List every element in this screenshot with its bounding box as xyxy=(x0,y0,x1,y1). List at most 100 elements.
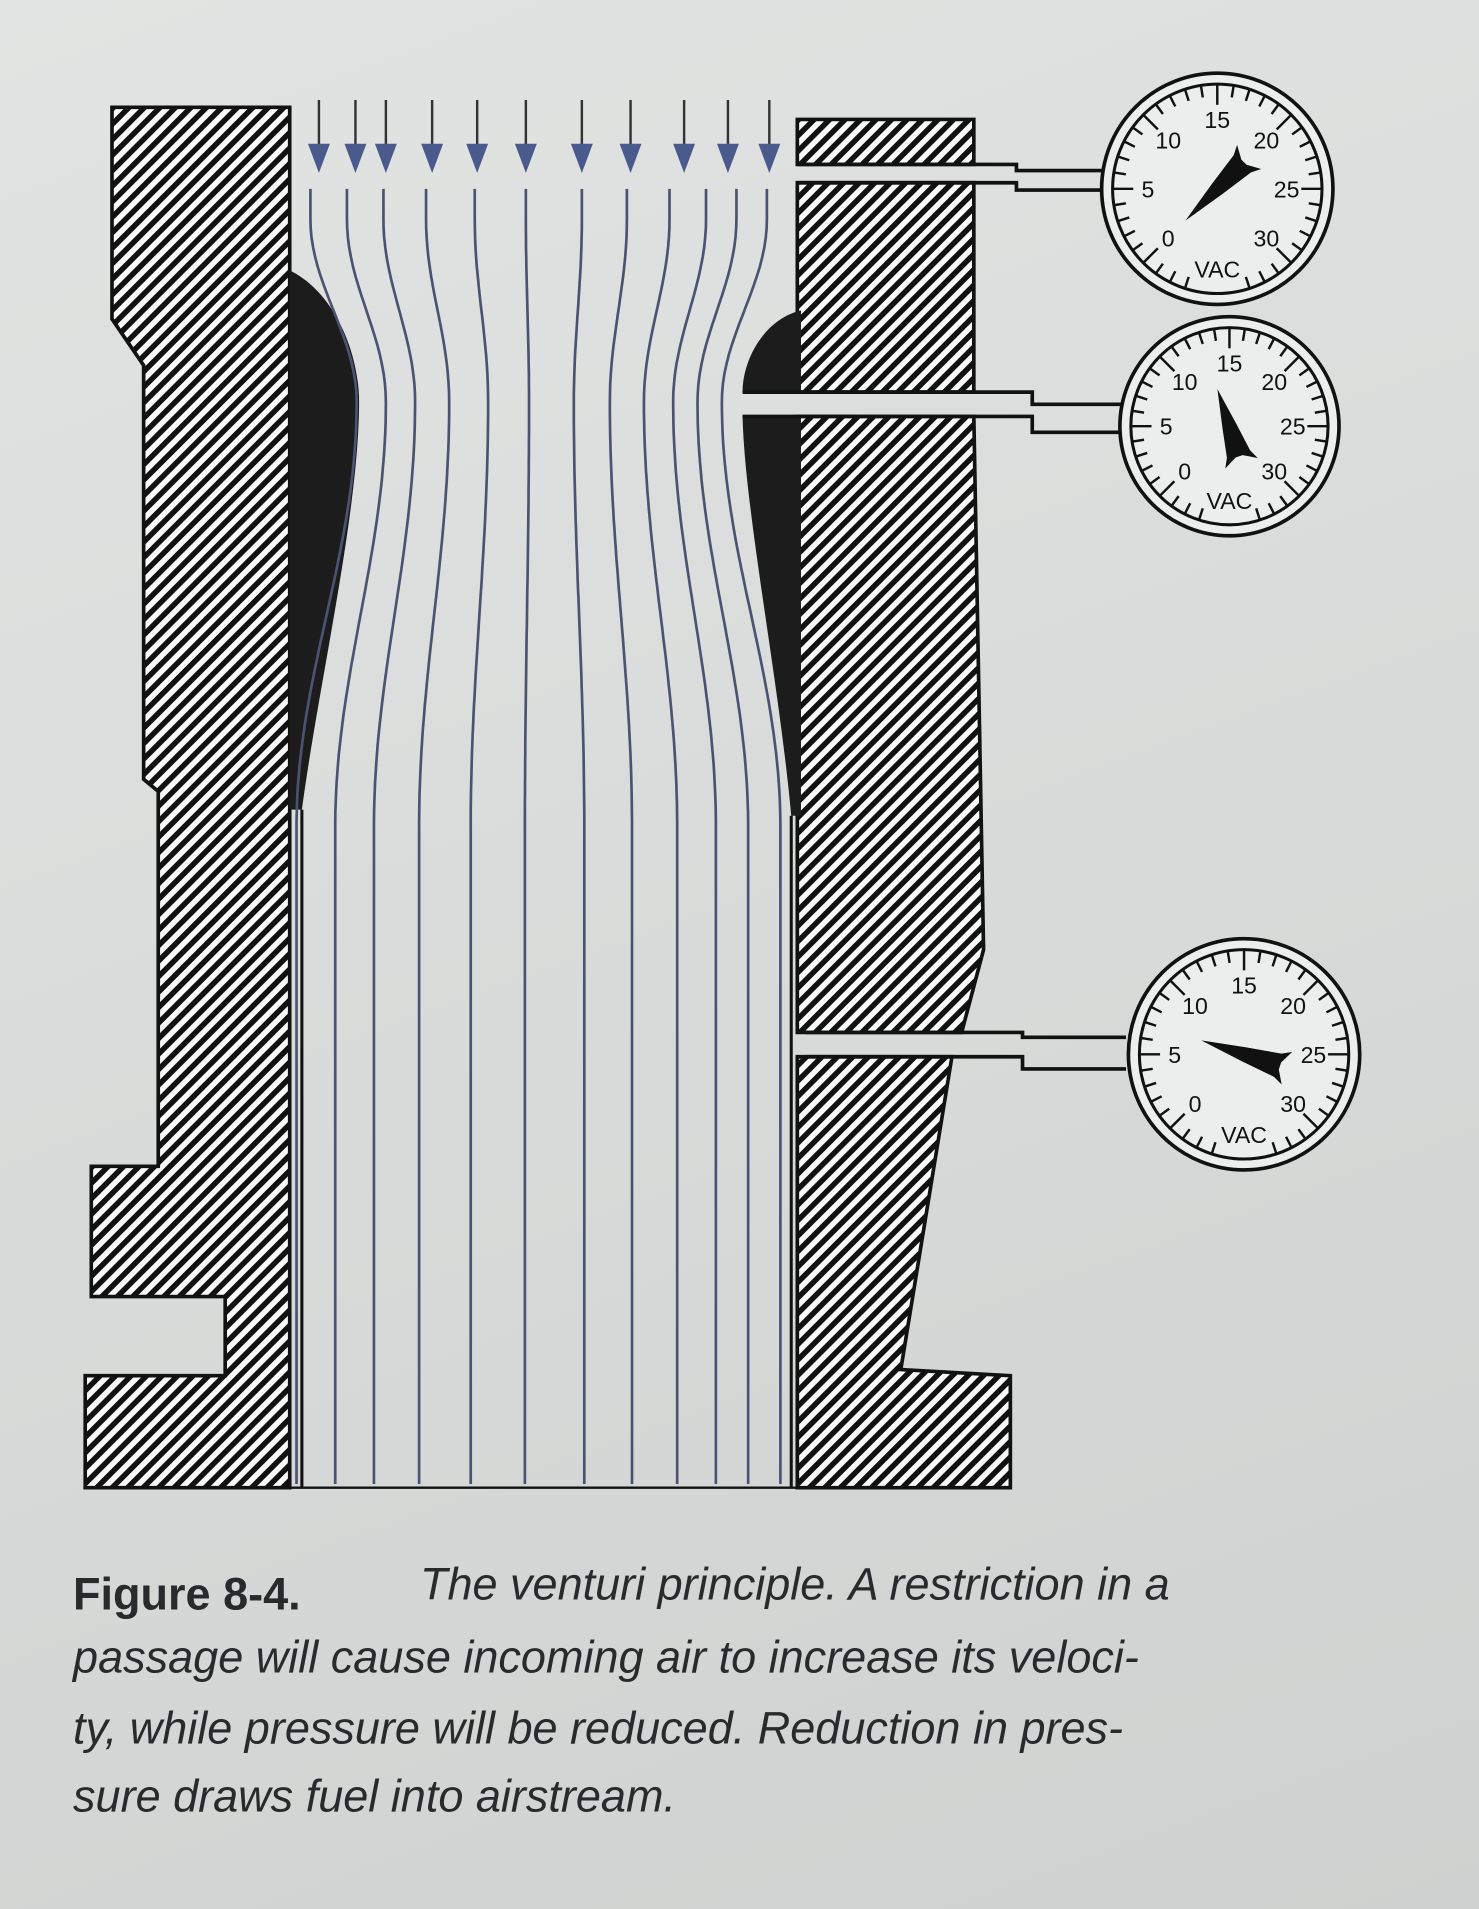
gauge-unit-label: VAC xyxy=(1194,257,1240,283)
gauge-tick xyxy=(1241,329,1246,342)
gauge-tick xyxy=(1279,495,1288,506)
gauge-tick xyxy=(1145,1021,1157,1027)
gauge-tick xyxy=(1151,1095,1163,1103)
gauge-tick xyxy=(1169,270,1177,282)
gauge-tick xyxy=(1283,356,1300,372)
gauge-tick xyxy=(1169,96,1177,107)
streamline xyxy=(295,188,359,1485)
gauge-tick xyxy=(1133,409,1145,414)
gauge-tick xyxy=(1136,394,1148,401)
gauge-tick xyxy=(1275,114,1292,131)
gauge-tick xyxy=(1297,969,1306,981)
arrow-head xyxy=(673,143,696,174)
gauge-tick xyxy=(1299,140,1311,148)
gauge-tick xyxy=(1302,1112,1319,1129)
gauge-tick xyxy=(1291,127,1302,136)
gauge-tick xyxy=(1284,1136,1293,1148)
gauge-tick xyxy=(1311,451,1323,458)
streamline xyxy=(671,188,718,1485)
pressure-port-inlet xyxy=(797,162,1106,192)
gauge-tick xyxy=(1318,1107,1329,1117)
gauge-scale-label: 15 xyxy=(1204,107,1230,133)
gauge-tick xyxy=(1267,502,1275,514)
gauge-scale-label: 10 xyxy=(1155,127,1181,153)
arrow-head xyxy=(570,143,593,174)
airflow-arrow xyxy=(307,99,330,174)
gauge-tick xyxy=(1142,464,1154,472)
gauge-tick xyxy=(1155,104,1164,115)
gauge-dial xyxy=(1129,326,1330,527)
gauge-tick xyxy=(1151,1006,1163,1014)
airflow-arrow xyxy=(374,99,397,174)
gauge-tick xyxy=(1308,202,1320,207)
gauge-scale-label: 20 xyxy=(1280,993,1306,1019)
arrow-head xyxy=(374,143,397,174)
gauge-needle xyxy=(1217,389,1258,469)
gauge-tick xyxy=(1184,338,1192,350)
gauge-tick xyxy=(1118,216,1130,222)
gauge-tick xyxy=(1198,508,1204,520)
gauge-tick xyxy=(1171,346,1180,357)
gauge-tick xyxy=(1304,155,1317,162)
gauge-tick xyxy=(1170,1112,1186,1129)
gauge-tick xyxy=(1170,980,1186,996)
gauge-tick xyxy=(1298,367,1309,377)
gauge-tick xyxy=(1184,276,1190,288)
arrow-head xyxy=(466,143,489,174)
gauge-tick xyxy=(1284,961,1293,973)
venturi-right-restriction xyxy=(742,310,801,393)
streamline xyxy=(642,188,679,1485)
gauge-tick xyxy=(1302,980,1319,996)
gauge-tick xyxy=(1305,380,1317,389)
gauge-scale-label: 30 xyxy=(1261,458,1287,484)
gauge-tick xyxy=(1244,276,1251,288)
gauge-scale-label: 25 xyxy=(1274,176,1300,202)
gauge-tick xyxy=(1314,438,1326,443)
arrow-head xyxy=(307,143,330,174)
arrow-head xyxy=(344,143,367,174)
airflow-arrow xyxy=(619,99,642,174)
pressure-port-throat xyxy=(742,390,1123,435)
gauge-tick xyxy=(1143,247,1159,263)
gauge-tick xyxy=(1114,202,1127,207)
gauge-tick xyxy=(1255,508,1261,520)
gauge-tick xyxy=(1159,992,1170,1001)
gauge-tick xyxy=(1226,951,1231,964)
vacuum-gauges: 051015202530VAC051015202530VAC0510152025… xyxy=(1099,71,1362,1172)
venturi-right-wall-mid xyxy=(795,180,976,394)
gauge-tick xyxy=(1159,480,1176,496)
gauge-tick xyxy=(1159,356,1176,372)
gauge-tick xyxy=(1114,171,1127,176)
airflow-arrow xyxy=(758,99,781,174)
gauge-tick xyxy=(1210,1141,1217,1154)
airflow-streamlines xyxy=(295,188,782,1485)
airflow-arrow xyxy=(466,99,489,174)
gauge-tick xyxy=(1299,229,1311,237)
gauge-tick xyxy=(1155,262,1164,274)
gauge-tick xyxy=(1311,394,1323,401)
airflow-arrows xyxy=(307,99,781,174)
gauge-scale-label: 5 xyxy=(1141,176,1154,202)
airflow-arrow xyxy=(716,99,739,174)
gauge-tick xyxy=(1136,451,1148,458)
streamline xyxy=(608,188,634,1485)
gauge-tick xyxy=(1124,229,1136,237)
streamline xyxy=(333,188,388,1485)
gauge-tick xyxy=(1255,333,1261,345)
gauge-tick xyxy=(1184,502,1192,514)
gauge-tick xyxy=(1142,380,1154,389)
airflow-arrow xyxy=(344,99,367,174)
gauge-scale-label: 0 xyxy=(1189,1091,1202,1117)
gauge-tick xyxy=(1257,951,1262,964)
gauge-tick xyxy=(1210,955,1217,967)
gauge-scale-label: 15 xyxy=(1231,972,1257,998)
caption-line-1: The venturi principle. A restriction in … xyxy=(420,1559,1170,1610)
figure-caption: Figure 8-4. The venturi principle. A res… xyxy=(71,1559,1170,1822)
streamline xyxy=(469,188,490,1485)
gauge-tick xyxy=(1133,438,1145,443)
gauge-tick xyxy=(1141,1067,1153,1072)
gauge-tick xyxy=(1149,476,1161,485)
gauge-tick xyxy=(1213,329,1218,342)
